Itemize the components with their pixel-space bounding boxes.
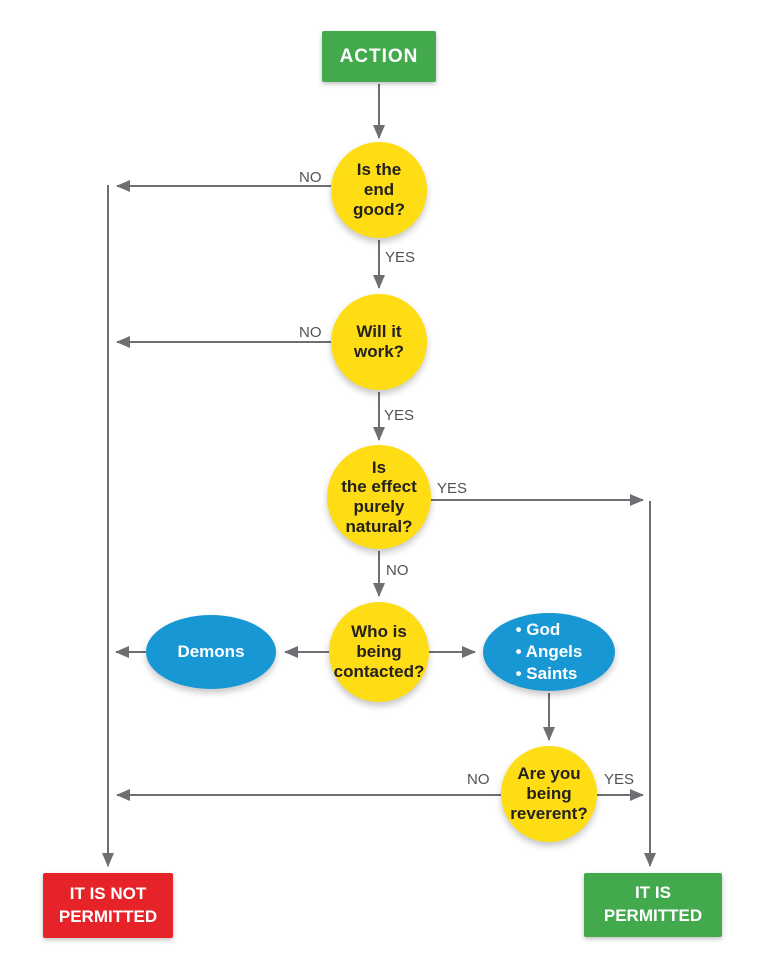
- decision-will-it-work: Will it work?: [331, 294, 427, 390]
- contact-item-angels: • Angels: [515, 641, 583, 661]
- contacts-ellipse: • God • Angels • Saints: [483, 613, 615, 691]
- edge-label-q5-yes: YES: [604, 771, 635, 788]
- contact-item-saints: • Saints: [515, 664, 578, 684]
- contacts-list: • God • Angels • Saints: [516, 619, 583, 685]
- decision-is-the-end-good: Is the end good?: [331, 142, 427, 238]
- decision-effect-purely-natural: Is the effect purely natural?: [327, 445, 431, 549]
- decision-are-you-being-reverent: Are you being reverent?: [501, 746, 597, 842]
- it-is-permitted-box: IT IS PERMITTED: [584, 873, 722, 937]
- it-is-not-permitted-box: IT IS NOT PERMITTED: [43, 873, 173, 938]
- edge-label-q2-yes: YES: [384, 407, 415, 424]
- edge-label-q2-no: NO: [299, 324, 322, 341]
- edge-label-q3-no: NO: [386, 562, 409, 579]
- edge-label-q1-yes: YES: [385, 249, 416, 266]
- action-box: ACTION: [322, 31, 436, 82]
- edge-label-q5-no: NO: [467, 771, 490, 788]
- edge-label-q3-yes: YES: [437, 480, 468, 497]
- demons-ellipse: Demons: [146, 615, 276, 689]
- contact-item-god: • God: [515, 619, 561, 639]
- edge-label-q1-no: NO: [299, 169, 322, 186]
- decision-who-is-being-contacted: Who is being contacted?: [329, 602, 429, 702]
